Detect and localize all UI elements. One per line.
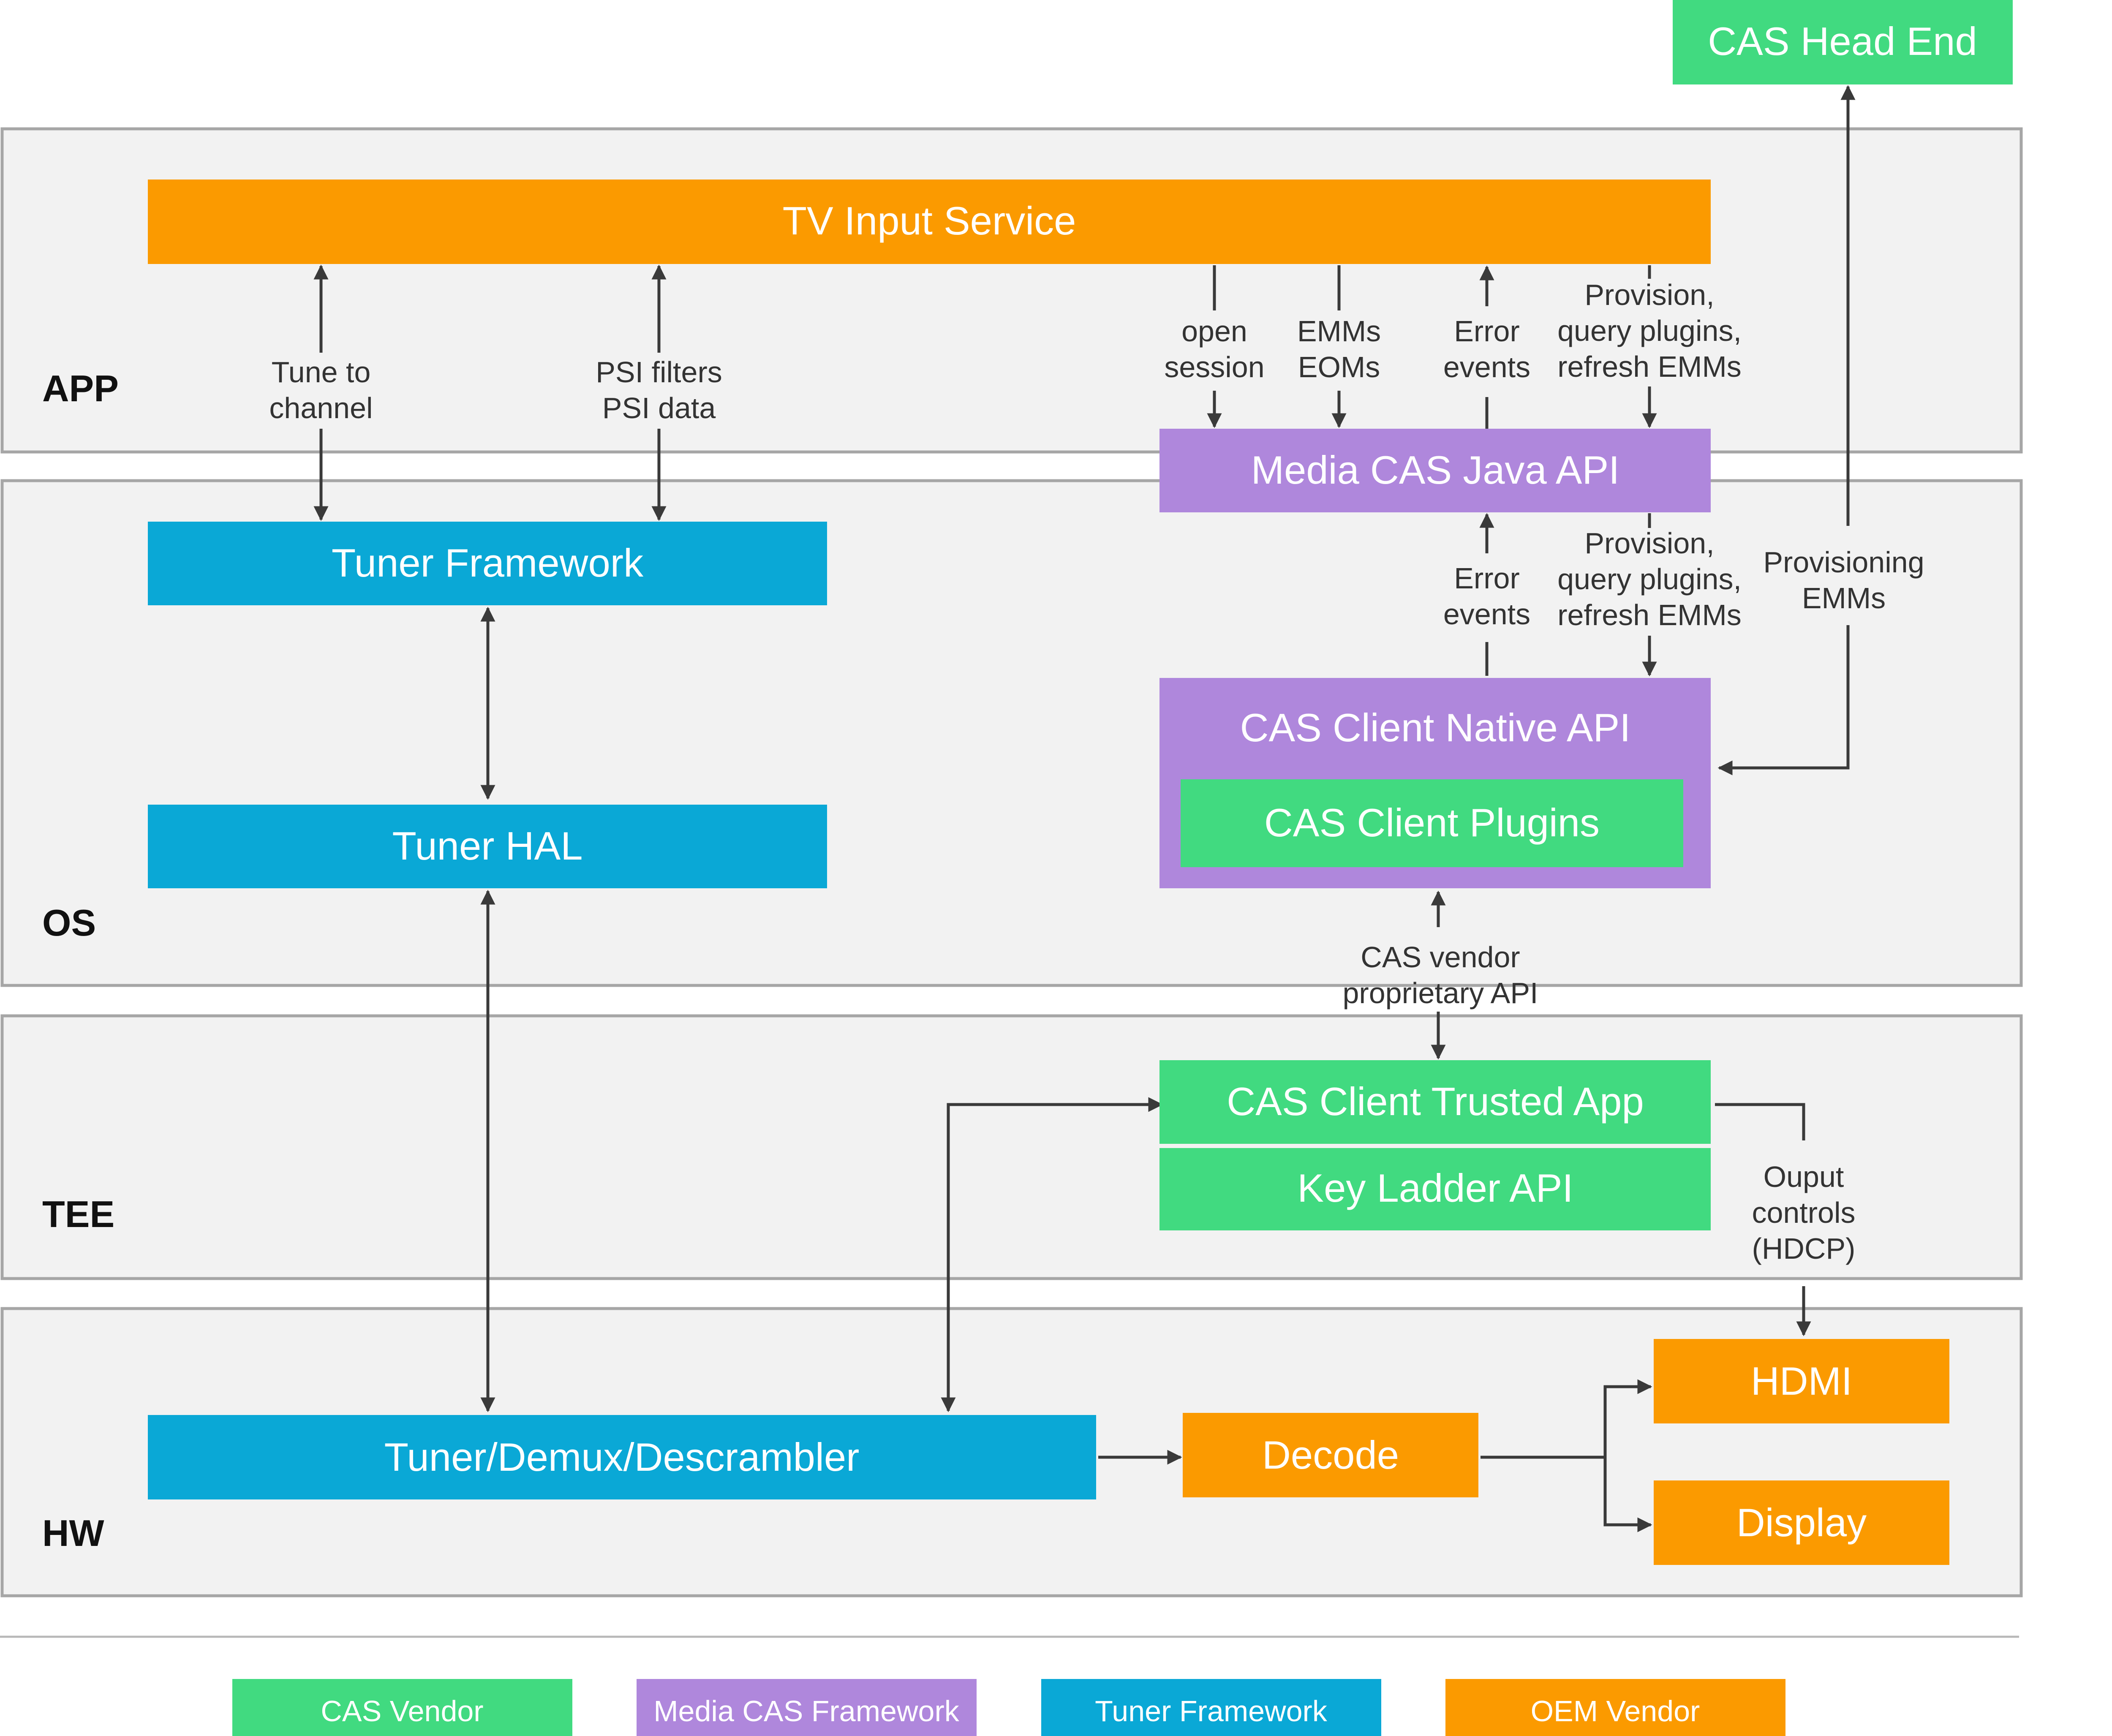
error-os-label-1: Error: [1454, 562, 1520, 595]
legend-cas-vendor-swatch: [232, 1679, 572, 1736]
tune-label-1: Tune to: [272, 356, 371, 389]
emms-label-2: EOMs: [1298, 351, 1380, 384]
display-label: Display: [1736, 1500, 1867, 1545]
legend-media-cas-swatch: [637, 1679, 977, 1736]
provisioning-emms-label-2: EMMs: [1802, 582, 1886, 615]
open-session-label-2: session: [1164, 351, 1264, 384]
open-session-label-1: open: [1181, 315, 1247, 348]
media-cas-java-api-label: Media CAS Java API: [1251, 448, 1620, 492]
key-ladder-api-box: [1159, 1148, 1711, 1230]
edge-labels: Tune to channel PSI filters PSI data ope…: [269, 278, 1924, 1265]
boxes: CAS Head End TV Input Service Media CAS …: [148, 0, 2013, 1565]
tuner-hal-box: [148, 805, 827, 888]
error-app-label-1: Error: [1454, 315, 1520, 348]
hdmi-box: [1654, 1339, 1949, 1423]
media-cas-java-api-box: [1159, 429, 1711, 512]
cas-head-end-box: [1673, 0, 2013, 84]
vendor-api-label-2: proprietary API: [1343, 977, 1538, 1009]
output-controls-label-2: controls: [1752, 1196, 1855, 1229]
cas-client-trusted-app-label: CAS Client Trusted App: [1227, 1079, 1644, 1124]
tuner-demux-descrambler-box: [148, 1415, 1096, 1499]
display-box: [1654, 1480, 1949, 1565]
connectors: [313, 85, 1856, 1532]
provisioning-emms-label-1: Provisioning: [1763, 546, 1924, 579]
psi-label-2: PSI data: [602, 392, 716, 424]
output-controls-label-3: (HDCP): [1752, 1232, 1856, 1265]
legend-tuner-framework-swatch: [1041, 1679, 1381, 1736]
legend-tuner-framework-label: Tuner Framework: [1095, 1695, 1328, 1728]
hdmi-label: HDMI: [1751, 1359, 1852, 1403]
layer-tee-label: TEE: [42, 1193, 114, 1235]
cas-client-trusted-app-box: [1159, 1060, 1711, 1144]
emms-label-1: EMMs: [1297, 315, 1381, 348]
tune-label-2: channel: [269, 392, 373, 424]
output-controls-label-1: Ouput: [1764, 1160, 1844, 1193]
cas-client-plugins-box: [1181, 779, 1683, 867]
tv-input-service-label: TV Input Service: [783, 199, 1076, 243]
provision-app-label-1: Provision,: [1584, 278, 1714, 311]
fork-display-line: [1603, 1457, 1652, 1532]
tuner-framework-box: [148, 522, 827, 605]
layer-os-label: OS: [42, 902, 96, 944]
layer-hw-label: HW: [42, 1512, 104, 1554]
cas-client-native-api-label: CAS Client Native API: [1240, 705, 1631, 750]
provision-os-label-2: query plugins,: [1557, 563, 1742, 596]
key-ladder-api-label: Key Ladder API: [1297, 1166, 1573, 1210]
psi-label-1: PSI filters: [596, 356, 722, 389]
legend-oem-vendor-swatch: [1445, 1679, 1785, 1736]
cas-head-end-label: CAS Head End: [1708, 19, 1977, 63]
fork-hdmi-line: [1603, 1379, 1652, 1457]
legend-cas-vendor-label: CAS Vendor: [321, 1695, 483, 1728]
legend-media-cas-label: Media CAS Framework: [653, 1695, 960, 1728]
decode-box: [1183, 1413, 1478, 1497]
tv-input-service-box: [148, 180, 1711, 264]
error-os-label-2: events: [1443, 598, 1530, 631]
decode-label: Decode: [1262, 1433, 1399, 1477]
provision-app-label-3: refresh EMMs: [1557, 350, 1742, 383]
provisioning-emms-line-bottom: [1717, 625, 1850, 775]
error-app-label-2: events: [1443, 351, 1530, 384]
tuner-framework-label: Tuner Framework: [332, 541, 644, 585]
layer-tee-band: [0, 1014, 2023, 1280]
output-controls-line-top: [1715, 1103, 1805, 1140]
tuner-demux-descrambler-label: Tuner/Demux/Descrambler: [384, 1435, 860, 1479]
tuner-hal-label: Tuner HAL: [392, 824, 582, 868]
trusted-demux-line: [941, 1097, 1163, 1412]
provision-os-label-1: Provision,: [1584, 527, 1714, 560]
provision-os-label-3: refresh EMMs: [1557, 599, 1742, 631]
legend-oem-vendor-label: OEM Vendor: [1531, 1695, 1700, 1728]
provision-app-label-2: query plugins,: [1557, 314, 1742, 347]
vendor-api-label-1: CAS vendor: [1361, 941, 1520, 974]
layer-app-label: APP: [42, 367, 119, 409]
cas-client-plugins-label: CAS Client Plugins: [1264, 800, 1600, 845]
legend: CAS Vendor Media CAS Framework Tuner Fra…: [232, 1679, 1785, 1736]
